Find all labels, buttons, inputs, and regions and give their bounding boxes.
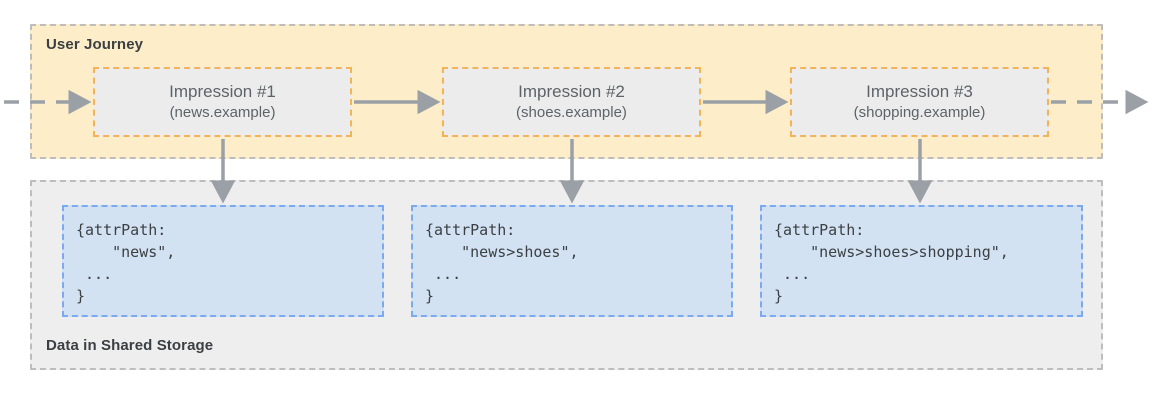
impression-box-3[interactable]: Impression #3 (shopping.example) bbox=[790, 67, 1049, 137]
impression-site: (news.example) bbox=[169, 104, 276, 121]
storage-record-code: {attrPath: "news>shoes>shopping", ... } bbox=[774, 221, 1009, 305]
impression-title: Impression #2 bbox=[518, 82, 625, 101]
storage-record-1: {attrPath: "news", ... } bbox=[62, 205, 384, 317]
storage-record-3: {attrPath: "news>shoes>shopping", ... } bbox=[760, 205, 1083, 317]
storage-record-2: {attrPath: "news>shoes", ... } bbox=[411, 205, 733, 317]
impression-site: (shopping.example) bbox=[853, 104, 986, 121]
impression-box-2[interactable]: Impression #2 (shoes.example) bbox=[442, 67, 701, 137]
user-journey-title: User Journey bbox=[46, 36, 144, 53]
shared-storage-title: Data in Shared Storage bbox=[46, 337, 214, 354]
storage-record-code: {attrPath: "news", ... } bbox=[76, 221, 176, 305]
storage-record-code: {attrPath: "news>shoes", ... } bbox=[425, 221, 579, 305]
impression-box-1[interactable]: Impression #1 (news.example) bbox=[93, 67, 352, 137]
impression-site: (shoes.example) bbox=[516, 104, 627, 121]
impression-title: Impression #1 bbox=[169, 82, 276, 101]
impression-title: Impression #3 bbox=[866, 82, 973, 101]
